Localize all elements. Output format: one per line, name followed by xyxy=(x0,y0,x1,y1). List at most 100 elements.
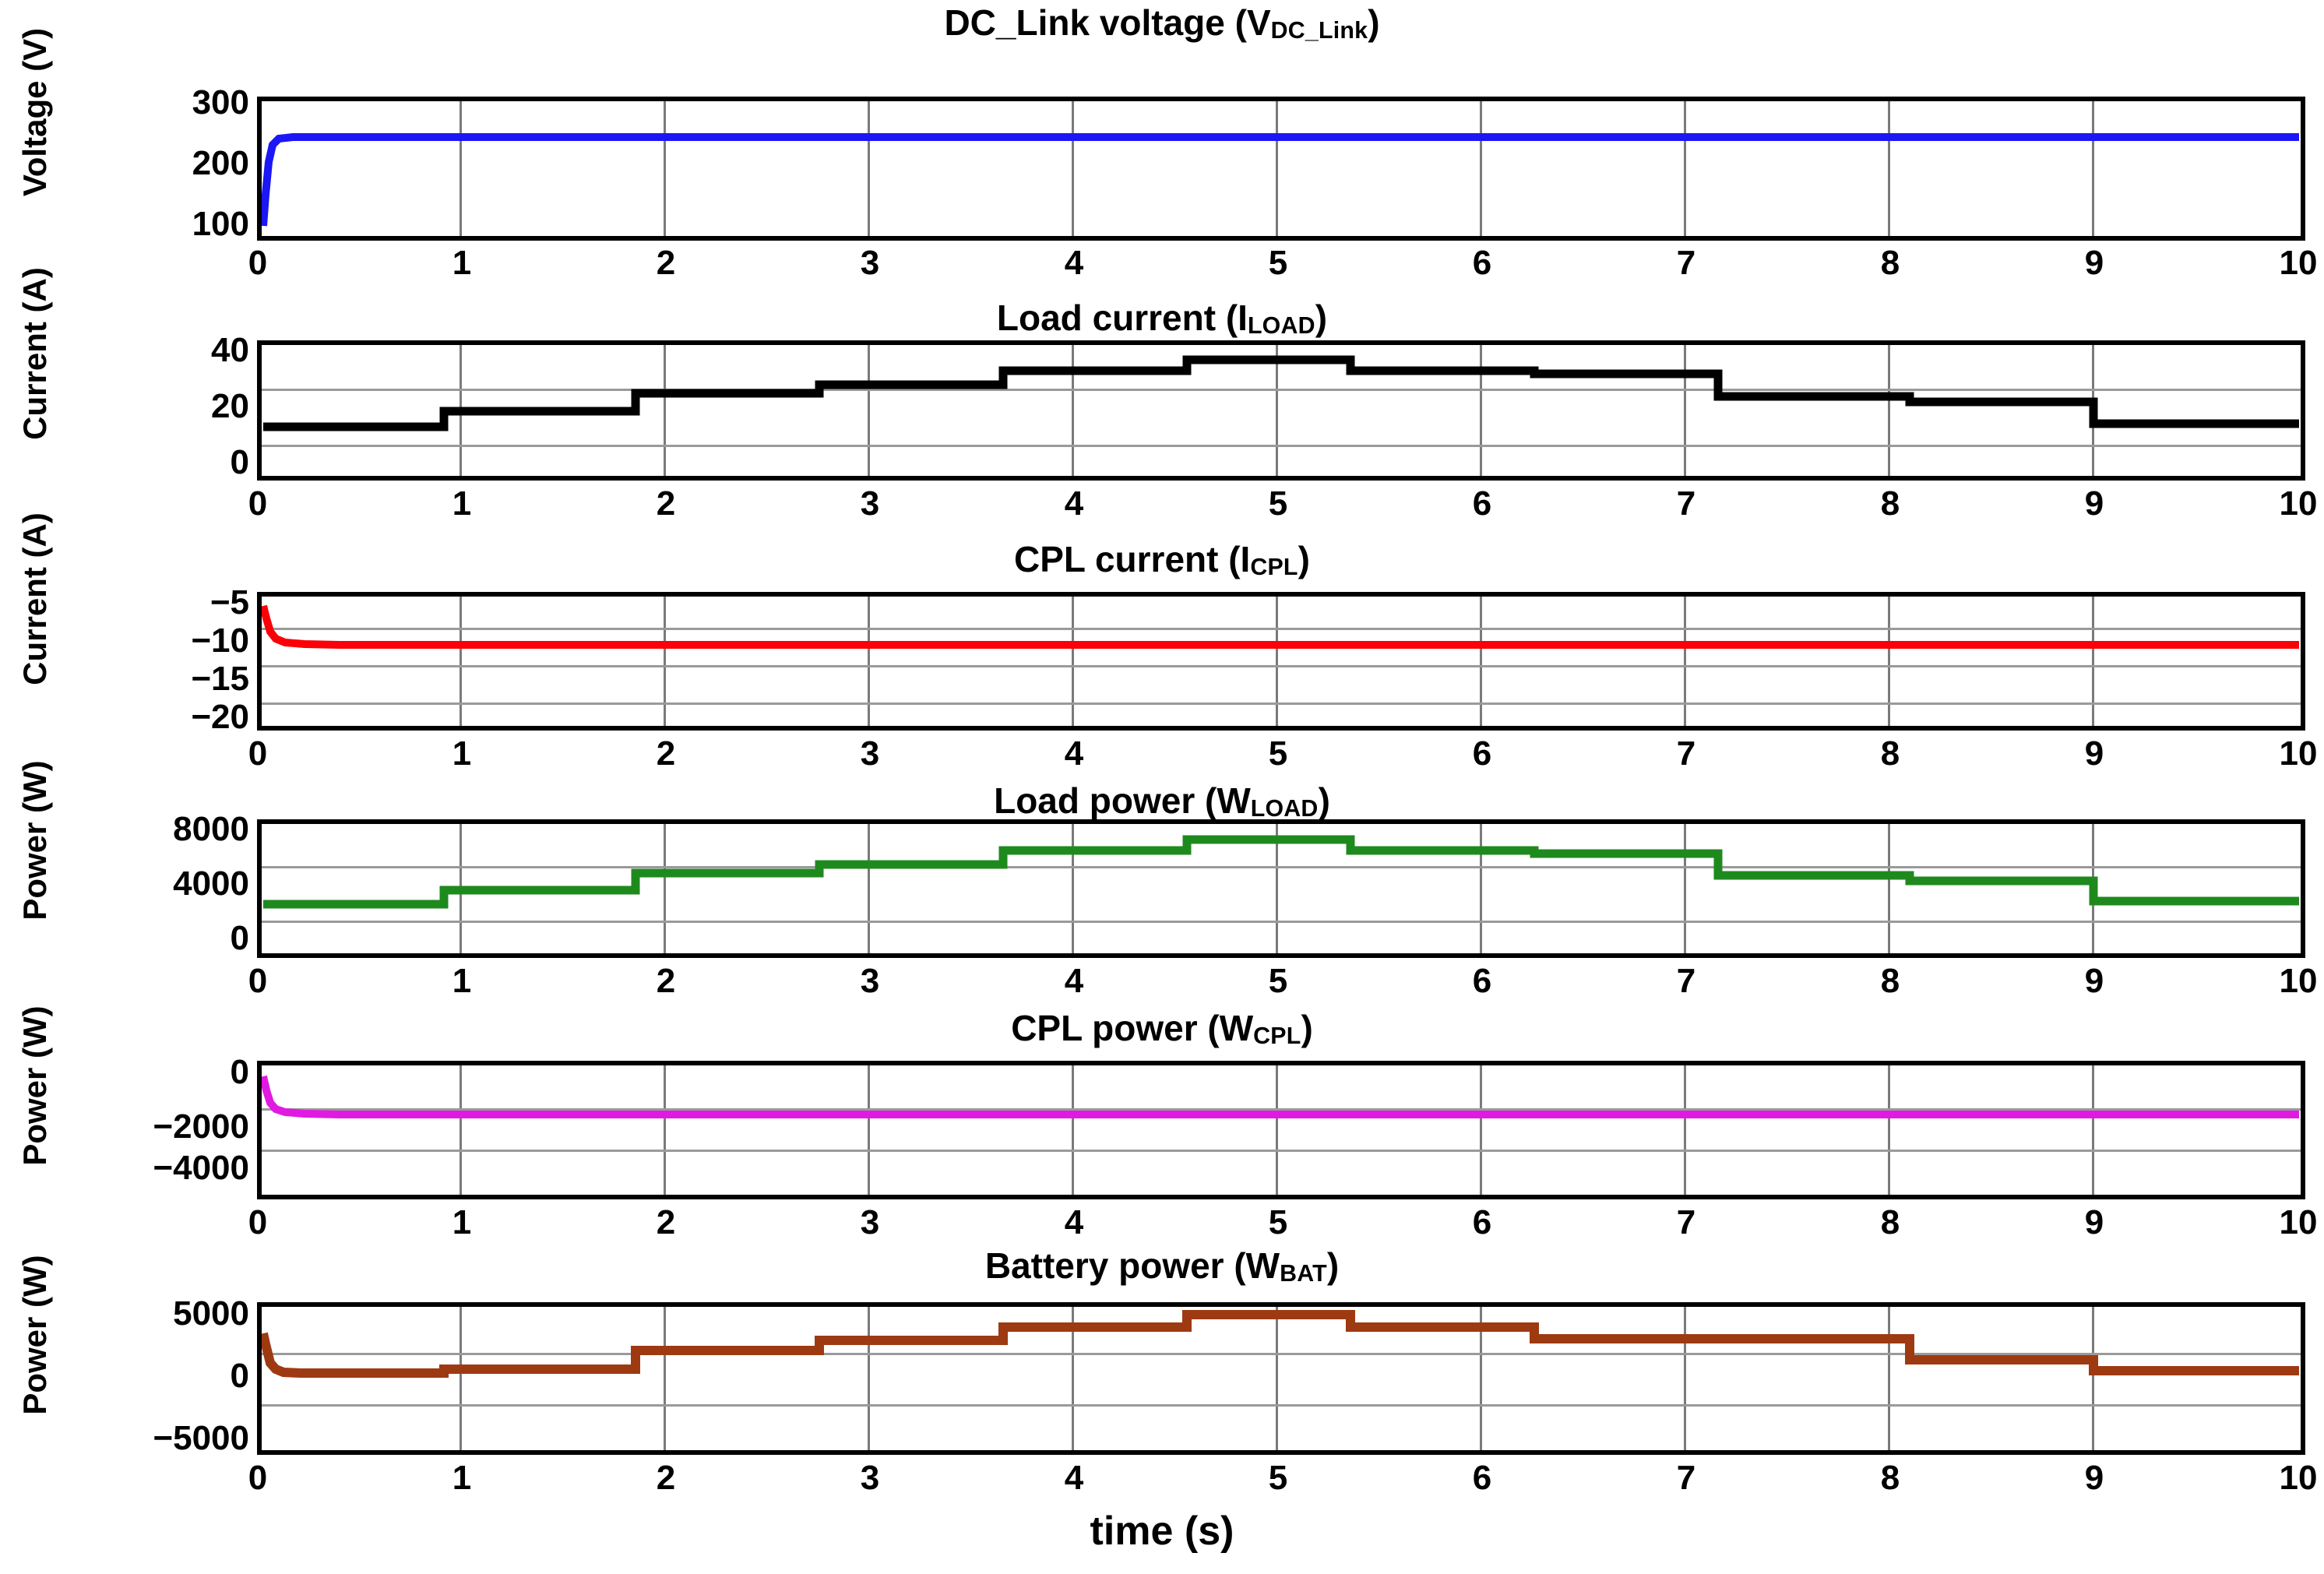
plot-area-dc-link-voltage xyxy=(257,97,2305,241)
title-text-main: CPL current (I xyxy=(1014,539,1251,579)
xtick-p3: 2 xyxy=(656,734,676,773)
gridline-vertical xyxy=(664,345,666,476)
title-text-close: ) xyxy=(1326,1245,1340,1286)
gridline-vertical xyxy=(1072,345,1074,476)
ytick-p4-0: 0 xyxy=(230,919,249,957)
xtick-p6: 10 xyxy=(2279,1459,2318,1497)
title-subscript: LOAD xyxy=(1250,795,1319,822)
title-text-close: ) xyxy=(1301,1008,1313,1048)
gridline-horizontal xyxy=(262,921,2301,923)
gridline-horizontal xyxy=(262,866,2301,868)
subplot-title-dc-link-voltage: DC_Link voltage (VDC_Link) xyxy=(0,5,2324,42)
xtick-p1: 6 xyxy=(1472,244,1492,282)
xtick-p6: 2 xyxy=(656,1459,676,1497)
gridline-horizontal xyxy=(262,1150,2301,1152)
xtick-p4: 5 xyxy=(1268,962,1288,1000)
ytick-p4-4000: 4000 xyxy=(173,864,249,903)
xtick-p2: 5 xyxy=(1268,484,1288,523)
gridline-vertical xyxy=(2092,1307,2094,1450)
ytick-p2-40: 40 xyxy=(211,331,249,369)
xtick-p5: 4 xyxy=(1064,1203,1084,1241)
gridline-vertical xyxy=(1072,101,1074,236)
xtick-p5: 0 xyxy=(248,1203,268,1241)
xtick-p3: 8 xyxy=(1880,734,1900,773)
xtick-p3: 3 xyxy=(860,734,880,773)
xtick-p4: 2 xyxy=(656,962,676,1000)
gridline-horizontal xyxy=(262,1108,2301,1111)
gridline-vertical xyxy=(1684,101,1686,236)
gridline-vertical xyxy=(1684,824,1686,953)
xtick-p5: 8 xyxy=(1880,1203,1900,1241)
plot-area-load-power xyxy=(257,819,2305,958)
gridline-vertical xyxy=(1480,101,1482,236)
ytick-p6-5000: 5000 xyxy=(173,1294,249,1333)
xtick-p3: 4 xyxy=(1064,734,1084,773)
xtick-p5: 10 xyxy=(2279,1203,2318,1241)
xtick-p2: 7 xyxy=(1676,484,1696,523)
title-text-main: Load current (I xyxy=(996,298,1248,338)
xtick-p2: 10 xyxy=(2279,484,2318,523)
series-load-power xyxy=(263,835,2299,909)
xtick-p3: 7 xyxy=(1676,734,1696,773)
gridline-vertical xyxy=(1684,597,1686,726)
gridline-vertical xyxy=(1480,1307,1482,1450)
gridline-vertical xyxy=(1480,824,1482,953)
xtick-p6: 1 xyxy=(452,1459,472,1497)
gridline-vertical xyxy=(1684,1065,1686,1195)
xtick-p5: 2 xyxy=(656,1203,676,1241)
title-subscript: DC_Link xyxy=(1270,17,1368,44)
xtick-p6: 7 xyxy=(1676,1459,1696,1497)
xaxis-label-time: time (s) xyxy=(1090,1509,1234,1554)
gridline-vertical xyxy=(868,101,870,236)
xtick-p5: 6 xyxy=(1472,1203,1492,1241)
gridline-vertical xyxy=(2092,1065,2094,1195)
xtick-p5: 7 xyxy=(1676,1203,1696,1241)
ytick-p6-0: 0 xyxy=(230,1357,249,1395)
gridline-horizontal xyxy=(262,665,2301,667)
xtick-p3: 10 xyxy=(2279,734,2318,773)
gridline-vertical xyxy=(1684,345,1686,476)
gridline-vertical xyxy=(868,1307,870,1450)
xtick-p3: 5 xyxy=(1268,734,1288,773)
gridline-vertical xyxy=(1888,101,1890,236)
xtick-p3: 6 xyxy=(1472,734,1492,773)
ytick-p1-300: 300 xyxy=(192,83,249,121)
title-text-close: ) xyxy=(1315,298,1328,338)
xtick-p1: 10 xyxy=(2279,244,2318,282)
gridline-vertical xyxy=(1888,1065,1890,1195)
title-text-main: Battery power (W xyxy=(984,1245,1280,1286)
gridline-vertical xyxy=(868,1065,870,1195)
xtick-p4: 3 xyxy=(860,962,880,1000)
gridline-vertical xyxy=(1480,597,1482,726)
gridline-vertical xyxy=(1276,345,1278,476)
xtick-p6: 9 xyxy=(2084,1459,2104,1497)
ytick-p3-neg5: −5 xyxy=(210,583,249,622)
ytick-p1-200: 200 xyxy=(192,144,249,182)
plot-area-load-current xyxy=(257,340,2305,481)
gridline-vertical xyxy=(1480,345,1482,476)
xtick-p4: 0 xyxy=(248,962,268,1000)
xtick-p2: 6 xyxy=(1472,484,1492,523)
xtick-p2: 9 xyxy=(2084,484,2104,523)
plot-area-cpl-current xyxy=(257,592,2305,731)
xtick-p1: 4 xyxy=(1064,244,1084,282)
subplot-title-cpl-power: CPL power (WCPL) xyxy=(0,1008,2324,1048)
gridline-horizontal xyxy=(262,1353,2301,1355)
gridline-vertical xyxy=(664,824,666,953)
title-subscript: BAT xyxy=(1280,1260,1327,1287)
xtick-p2: 2 xyxy=(656,484,676,523)
xtick-p4: 10 xyxy=(2279,962,2318,1000)
xtick-p1: 1 xyxy=(452,244,472,282)
gridline-vertical xyxy=(1276,1065,1278,1195)
gridline-vertical xyxy=(1072,1065,1074,1195)
gridline-vertical xyxy=(1480,1065,1482,1195)
ytick-p4-8000: 8000 xyxy=(173,810,249,848)
xtick-p6: 0 xyxy=(248,1459,268,1497)
xtick-p6: 4 xyxy=(1064,1459,1084,1497)
series-battery-power xyxy=(262,1310,2299,1378)
xtick-p3: 0 xyxy=(248,734,268,773)
title-text-main: Load power (W xyxy=(994,780,1251,821)
